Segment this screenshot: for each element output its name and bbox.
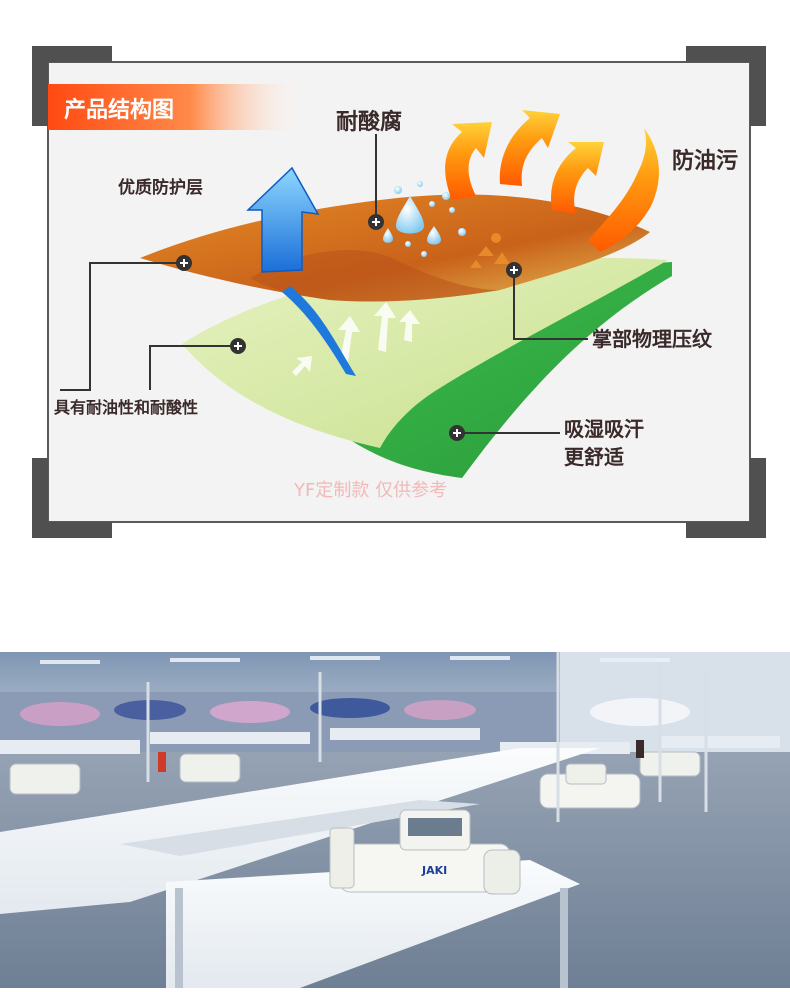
ceiling-lights <box>40 656 670 664</box>
leader-lines <box>60 134 588 434</box>
water-drops-icon <box>383 181 466 257</box>
oil-drops-icon <box>470 233 510 268</box>
title-bar <box>48 84 308 130</box>
fire-extinguisher <box>158 752 166 772</box>
label-oil-proof: 防油污 <box>672 149 738 174</box>
bright-window-wall <box>560 652 790 752</box>
corner-brackets <box>32 46 766 538</box>
table-surface-shade <box>120 800 480 856</box>
label-acid-resistant: 耐酸腐 <box>336 109 402 135</box>
label-palm-texture: 掌部物理压纹 <box>592 327 713 351</box>
sewing-machine-main: JAKI <box>329 809 521 895</box>
machine-brand-label: JAKI <box>421 864 447 877</box>
sewing-machine-secondary <box>9 751 701 809</box>
diagram-title: 产品结构图 <box>64 97 174 123</box>
label-oil-acid-resistance: 具有耐油性和耐酸性 <box>54 398 198 417</box>
label-absorb-sweat: 吸湿吸汗 <box>564 417 644 441</box>
thread-spool <box>636 740 644 758</box>
heat-arrows-icon <box>445 110 659 252</box>
table-leg <box>175 888 183 988</box>
table-leg <box>560 888 568 988</box>
top-layer-fold <box>250 250 500 302</box>
label-protective-layer: 优质防护层 <box>118 177 203 198</box>
lamp-poles <box>146 652 708 822</box>
protective-arrow-icon <box>246 166 320 273</box>
plus-markers <box>176 214 522 441</box>
watermark: YF定制款 仅供参考 <box>293 480 447 501</box>
airflow-arrows <box>292 302 420 376</box>
factory-floor-photo: JAKI <box>0 652 790 988</box>
label-more-comfortable: 更舒适 <box>564 445 624 469</box>
product-structure-diagram: 产品结构图 <box>32 46 766 538</box>
blue-swoosh <box>282 286 356 376</box>
